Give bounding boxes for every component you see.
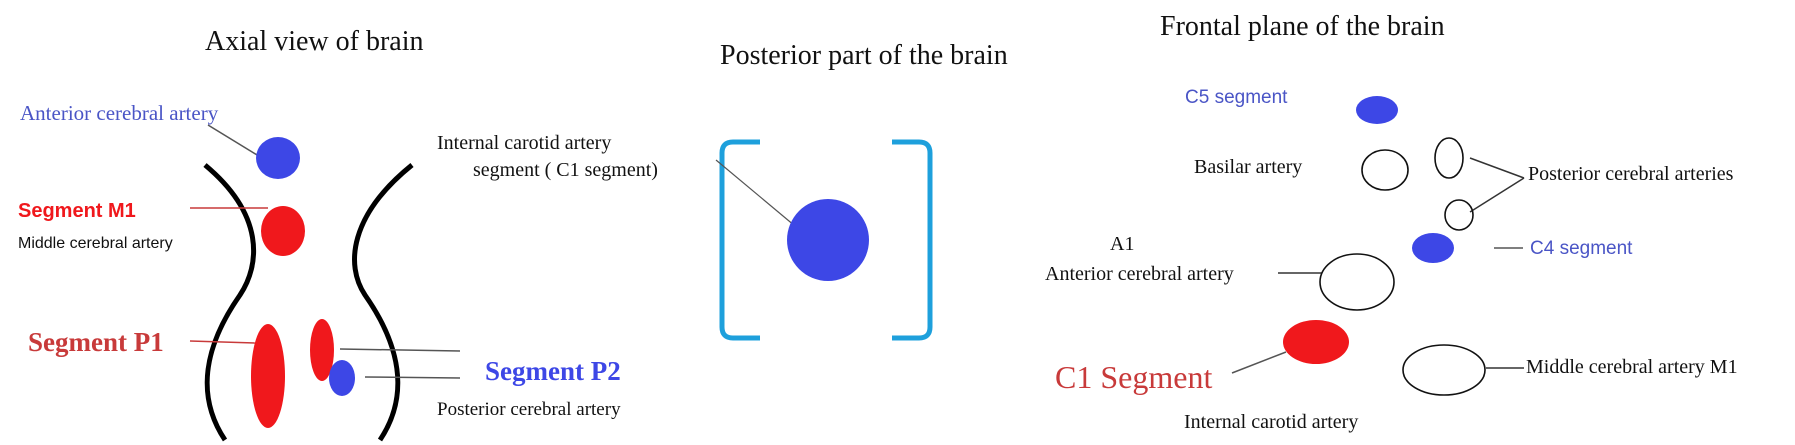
c1-segment-label: C1 Segment — [1055, 359, 1212, 395]
c5-segment-label: C5 segment — [1185, 87, 1288, 108]
segment-p1-vessel — [251, 324, 285, 428]
segment-p1-label: Segment P1 — [28, 327, 164, 357]
posterior-cerebral-leader-b — [1469, 177, 1525, 213]
posterior-cerebral-artery-upper — [1434, 137, 1464, 179]
anterior-cerebral-leader — [207, 124, 263, 159]
anterior-cerebral-artery-label: Anterior cerebral artery — [20, 101, 219, 125]
c4-segment-label: C4 segment — [1530, 238, 1633, 259]
segment-p1-leader — [189, 340, 256, 344]
anterior-cerebral-artery-label-frontal: Anterior cerebral artery — [1045, 263, 1234, 285]
middle-cerebral-artery-vessel — [261, 206, 305, 256]
c1-segment-vessel — [1283, 320, 1349, 364]
right-bracket — [892, 139, 933, 341]
c1-segment-leader — [1231, 351, 1287, 374]
frontal-panel-title: Frontal plane of the brain — [1160, 11, 1445, 42]
ica-c1-label-line1: Internal carotid artery — [437, 132, 611, 154]
brain-outline-right — [352, 163, 414, 442]
a1-label: A1 — [1110, 233, 1134, 255]
segment-p2-vessel — [329, 360, 355, 396]
segment-p1-vessel-right — [310, 319, 334, 381]
anterior-cerebral-artery-vessel — [256, 137, 300, 179]
segment-m1-label: Segment M1 — [18, 200, 136, 222]
internal-carotid-artery-label: Internal carotid artery — [1184, 411, 1358, 433]
basilar-artery-label: Basilar artery — [1194, 156, 1302, 178]
posterior-cerebral-artery-label: Posterior cerebral artery — [437, 399, 621, 420]
frontal-panel: Frontal plane of the brain C5 segment Ba… — [1045, 11, 1738, 433]
a1-anterior-cerebral-vessel — [1319, 253, 1395, 311]
posterior-panel-title: Posterior part of the brain — [720, 40, 1008, 71]
posterior-cerebral-arteries-label: Posterior cerebral arteries — [1528, 163, 1734, 185]
posterior-cerebral-artery-lower — [1444, 199, 1474, 231]
middle-cerebral-artery-label: Middle cerebral artery — [18, 235, 173, 252]
middle-cerebral-m1-vessel — [1402, 344, 1486, 396]
ica-c1-label-line2: segment ( C1 segment) — [473, 159, 658, 181]
brain-outline-left — [203, 163, 257, 442]
ica-c1-leader — [715, 159, 796, 227]
segment-p2-leader-b — [364, 376, 461, 379]
left-bracket — [719, 139, 760, 341]
posterior-cerebral-leader-a — [1469, 157, 1525, 179]
axial-view-panel: Axial view of brain Anterior cerebral ar… — [18, 26, 621, 442]
axial-view-title: Axial view of brain — [205, 26, 424, 57]
segment-p2-label: Segment P2 — [485, 356, 621, 386]
internal-carotid-c1-vessel — [787, 199, 869, 281]
basilar-artery-vessel — [1361, 149, 1409, 191]
middle-cerebral-artery-m1-label: Middle cerebral artery M1 — [1526, 356, 1738, 378]
c5-segment-vessel — [1356, 96, 1398, 124]
posterior-panel: Posterior part of the brain Internal car… — [437, 40, 1008, 341]
segment-p2-leader-a — [339, 348, 461, 352]
c4-segment-vessel — [1412, 233, 1454, 263]
